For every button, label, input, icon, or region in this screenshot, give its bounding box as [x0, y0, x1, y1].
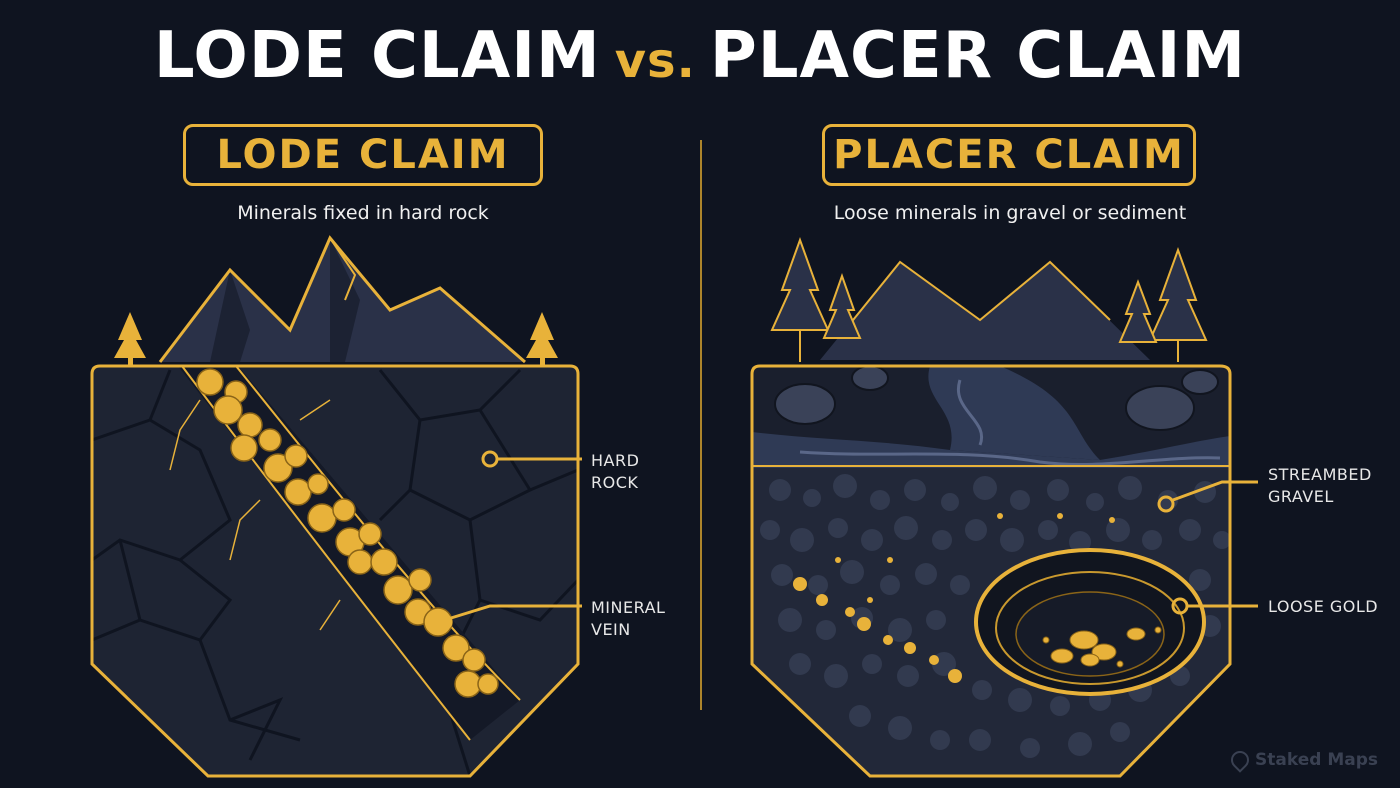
- callout-streambed-gravel-line2: GRAVEL: [1268, 487, 1334, 507]
- placer-tree-right-icon: [1118, 247, 1208, 362]
- callout-loose-gold: LOOSE GOLD: [1268, 596, 1378, 618]
- watermark: Staked Maps: [1227, 747, 1378, 773]
- gold-flakes: [793, 513, 1115, 683]
- placer-mountains: [820, 260, 1150, 360]
- lode-frame: [90, 364, 580, 778]
- placer-claim-badge: PLACER CLAIM: [822, 124, 1196, 186]
- callout-mineral-vein-line1: MINERAL: [591, 598, 666, 617]
- loose-gold-pointer: [1171, 597, 1258, 615]
- placer-cross-section: [752, 366, 1230, 776]
- lode-cross-section: [92, 366, 578, 776]
- callout-hard-rock-line2: ROCK: [591, 473, 639, 493]
- streambed-gravel-pointer: [1157, 480, 1258, 513]
- title-lode: LODE CLAIM: [153, 19, 601, 93]
- lode-claim-badge: LODE CLAIM: [183, 124, 543, 186]
- title-vs: vs.: [614, 33, 696, 89]
- lode-mountains: [158, 235, 526, 364]
- placer-subtitle: Loose minerals in gravel or sediment: [833, 202, 1187, 224]
- lode-tree-right-icon: [526, 312, 558, 366]
- callout-hard-rock-line1: HARD: [591, 451, 640, 470]
- callout-hard-rock: HARD ROCK: [591, 450, 639, 495]
- lode-tree-left-icon: [114, 312, 146, 366]
- title-placer: PLACER CLAIM: [709, 19, 1247, 93]
- lode-subtitle: Minerals fixed in hard rock: [237, 202, 489, 224]
- mineral-vein-pointer: [435, 604, 582, 631]
- map-pin-icon: [1227, 747, 1253, 773]
- callout-loose-gold-line1: LOOSE GOLD: [1268, 597, 1379, 616]
- callout-mineral-vein: MINERAL VEIN: [591, 597, 665, 642]
- center-divider: [700, 140, 702, 710]
- callout-streambed-gravel: STREAMBED GRAVEL: [1268, 464, 1372, 509]
- callout-streambed-gravel-line1: STREAMBED: [1268, 465, 1372, 484]
- gold-pan: [974, 548, 1206, 696]
- gravel-pebbles: [760, 474, 1230, 758]
- placer-tree-left-icon: [770, 237, 862, 362]
- placer-frame: [750, 364, 1232, 778]
- river: [928, 366, 1100, 460]
- callout-mineral-vein-line2: VEIN: [591, 620, 631, 640]
- hard-rock-pointer: [481, 450, 582, 468]
- watermark-text: Staked Maps: [1255, 750, 1378, 770]
